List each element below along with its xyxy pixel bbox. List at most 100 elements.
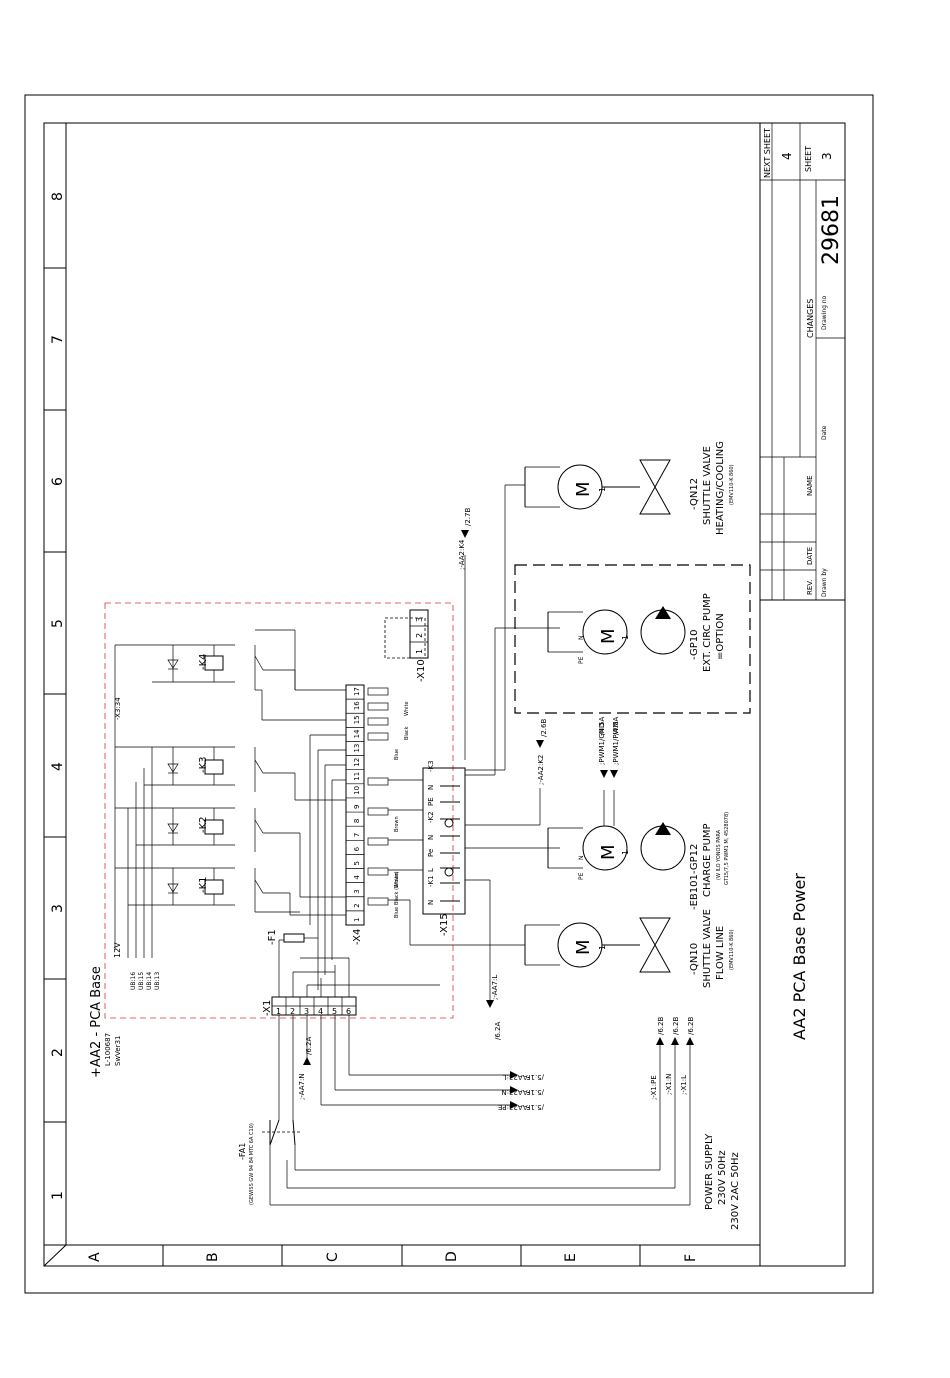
qn10-code: (EMV110-K 860) (729, 929, 735, 970)
row-label-D: D (444, 1251, 460, 1262)
column-label-2: 2 (50, 1048, 66, 1057)
x4-term-13: 13 (353, 744, 361, 753)
x4-term-6: 6 (353, 846, 361, 851)
title-block (759, 123, 845, 1266)
x1-term-3: 3 (304, 1007, 309, 1016)
x1-terminal-strip (271, 996, 357, 1016)
ub13-label: UB:13 (154, 972, 161, 990)
x4-wire-markers (367, 687, 389, 906)
gp10-option-boundary (514, 564, 751, 714)
column-label-1: 1 (50, 1191, 66, 1200)
row-label-E: E (563, 1253, 579, 1262)
x15-term-label: N (427, 785, 435, 790)
x4-term-14: 14 (353, 729, 361, 738)
qn12-line1: SHUTTLE VALVE (702, 446, 713, 525)
relay-k4-label: -K4 (198, 653, 209, 670)
qn10-name: -QN10 (689, 943, 700, 975)
x4-term-3: 3 (353, 889, 361, 893)
date-label: Date (821, 425, 828, 440)
mains-wiring (269, 1015, 691, 1206)
x4-term-5: 5 (353, 861, 361, 865)
column-label-5: 5 (50, 619, 66, 628)
wire-color-black: Black (404, 726, 410, 740)
x4-term-9: 9 (353, 805, 361, 809)
drawing-no-label: Drawing no (821, 295, 828, 330)
x10-term-1: 1 (415, 649, 424, 654)
relay-k2-label: -K2 (198, 816, 209, 833)
gp10-motor-m: M (598, 628, 619, 644)
ref-aa23-l: -AA23:L (503, 1073, 530, 1081)
x4-label: -X4 (352, 929, 363, 945)
ref-27b: /2.7B (464, 508, 472, 526)
x4-term-15: 15 (353, 715, 361, 724)
fuse-f1 (283, 933, 305, 943)
gp10-line2: =OPTION (715, 613, 726, 660)
wire-color-black-white: Black (White) (394, 871, 400, 905)
supply-rails (114, 644, 235, 958)
x15-jumper-1 (444, 867, 454, 877)
gp10-name: -GP10 (689, 630, 700, 660)
pump-gp12 (547, 770, 686, 871)
x15-term-label: -K1 (427, 875, 435, 887)
x15-term-label: -K3 (427, 760, 435, 772)
ub15-label: UB:15 (138, 972, 145, 990)
rev-label: REV. (806, 580, 814, 595)
gp10-phase: 1 (621, 635, 630, 640)
fa1-name: -FA1 (238, 1143, 247, 1160)
gp12-ref-45a-2: /4.5A (612, 717, 620, 735)
f1-label: -F1 (267, 929, 278, 945)
x1-term-2: 2 (290, 1007, 295, 1016)
x10-label: -X10 (416, 659, 427, 682)
qn12-motor-m: M (573, 481, 594, 497)
column-label-3: 3 (50, 904, 66, 913)
name-label: NAME (806, 476, 814, 497)
v12-label: 12V (113, 942, 122, 958)
sheet-value: 3 (820, 152, 834, 160)
gp12-n: N (578, 856, 585, 861)
next-sheet-value: 4 (780, 152, 794, 160)
x15-jumper-2 (444, 818, 454, 828)
column-label-7: 7 (50, 335, 66, 344)
ref-51f-2: /5.1F (526, 1088, 544, 1096)
x4-term-16: 16 (353, 701, 361, 710)
x4-term-7: 7 (353, 833, 361, 837)
ref-62a-1: /6.2A (494, 1022, 502, 1040)
x15-term-label: N (427, 835, 435, 840)
x4-term-4: 4 (353, 875, 361, 880)
relay-k3-label: -K3 (198, 756, 209, 773)
gp10-pe: PE (578, 656, 585, 664)
valve-qn10 (524, 917, 671, 973)
ref-62a-2: /6.2A (305, 1037, 313, 1055)
relay-k1-label: -K1 (198, 876, 209, 893)
arrow-aa7-l (486, 1000, 494, 1008)
qn12-name: -QN12 (689, 478, 700, 510)
gp12-phase: 1 (621, 850, 630, 855)
row-label-F: F (683, 1254, 699, 1262)
ref-aa23-n: -AA23:N (501, 1088, 530, 1096)
qn10-phase: 1 (598, 945, 607, 950)
qn12-line2: HEATING/COOLING (715, 441, 726, 535)
ref-aa7-l: ;-AA7:L (491, 975, 499, 1000)
qn10-line1: SHUTTLE VALVE (702, 909, 713, 988)
x15-term-label: N (427, 900, 435, 905)
power-line2: 230V 50Hz (717, 1150, 728, 1205)
inner-border (43, 122, 846, 1267)
arrow-k2 (536, 740, 544, 748)
qn12-phase: 1 (598, 487, 607, 492)
x15-term-label: -K2 (427, 811, 435, 823)
x10-term-3: 3 (415, 617, 424, 622)
x15-term-label: L (427, 868, 435, 872)
ref-51f-3: /5.1F (526, 1103, 544, 1111)
qn10-motor-m: M (573, 939, 594, 955)
gp12-pwm: ;PWM1/PWM (612, 721, 620, 765)
x15-term-label: Pe (427, 849, 435, 857)
x1-term-5: 5 (332, 1007, 337, 1016)
ref-aa23-pe: -AA23:PE (498, 1103, 530, 1111)
column-label-8: 8 (50, 192, 66, 201)
pca-article: L-100687 (104, 1033, 112, 1066)
pump-gp10 (547, 606, 686, 655)
gp10-n: N (578, 636, 585, 641)
drawing-number: 29681 (819, 195, 844, 265)
gp12-name: -EB101-GP12 (689, 844, 700, 910)
